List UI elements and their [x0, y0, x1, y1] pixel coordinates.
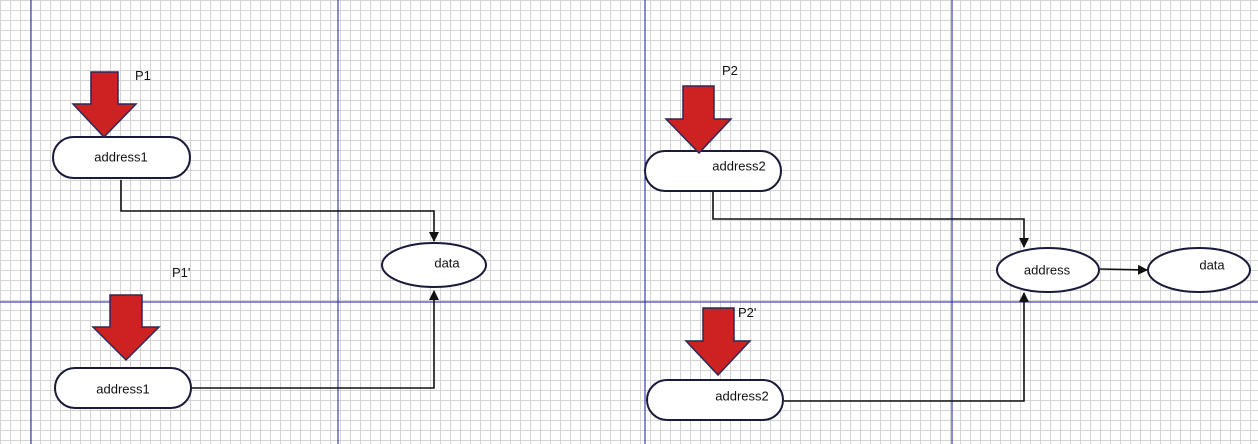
connectors: [120, 180, 1148, 402]
red-down-arrow-icon: [71, 71, 138, 139]
node-address1-top[interactable]: address1: [52, 136, 191, 179]
label-p1-prime: P1': [172, 265, 190, 280]
label-p2-prime: P2': [738, 305, 756, 320]
node-data-left[interactable]: data: [381, 242, 487, 288]
label-p1: P1: [135, 68, 151, 83]
node-data-right[interactable]: data: [1147, 247, 1251, 293]
node-address2-top[interactable]: address2: [644, 150, 782, 192]
connector-p1-to-data: [120, 180, 439, 242]
node-address1-bottom-label: address1: [96, 381, 149, 396]
node-address2-bottom-label: address2: [715, 388, 768, 403]
connector-p2prime-to-address: [784, 292, 1029, 402]
node-data-right-label: data: [1199, 257, 1225, 272]
node-address1-top-label: address1: [94, 149, 147, 164]
connector-p1prime-to-data: [192, 290, 439, 389]
red-down-arrow-icon: [684, 307, 752, 377]
connector-address-to-data: [1099, 264, 1148, 275]
node-address1-bottom[interactable]: address1: [54, 367, 192, 409]
node-address-right[interactable]: address: [996, 247, 1100, 293]
node-address-right-label: address: [1024, 262, 1071, 277]
connector-p2-to-address: [712, 192, 1029, 248]
red-down-arrow-icon: [91, 294, 161, 362]
node-data-left-label: data: [434, 255, 460, 270]
node-address2-top-label: address2: [712, 158, 765, 173]
label-p2: P2: [722, 63, 738, 78]
node-address2-bottom[interactable]: address2: [646, 379, 784, 421]
red-down-arrow-icon: [664, 85, 733, 155]
